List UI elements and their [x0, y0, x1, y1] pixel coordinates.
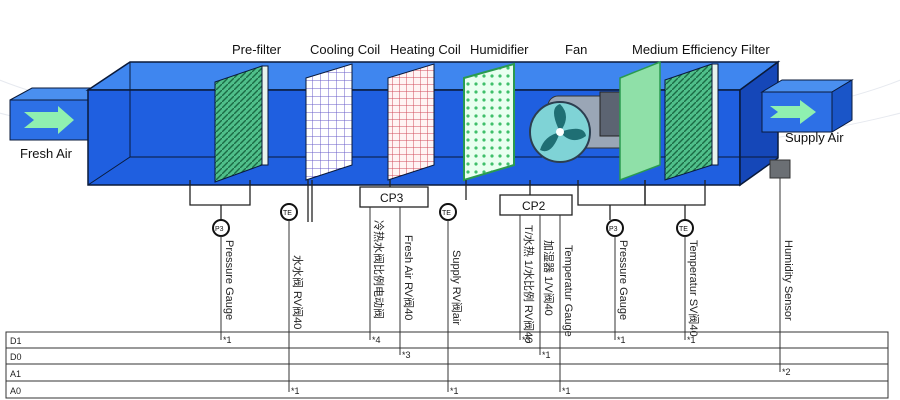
vlabel-temperature-gauge: Temperatur Gauge: [562, 245, 574, 337]
vlabel-temperature-sensor: Temperatur SV阀40: [687, 240, 701, 337]
vlabel-humidity-sensor: Humidity Sensor: [782, 240, 794, 321]
bus-marker: *4: [372, 335, 381, 345]
signal-wires: [220, 178, 781, 392]
gauge-4-symbol: P3: [609, 226, 618, 233]
fan-unit: [529, 91, 641, 163]
gauge-1: P3: [212, 219, 230, 237]
bus-marker: *1: [450, 386, 459, 396]
signal-bus: [5, 331, 889, 399]
humidifier-unit: [463, 62, 515, 182]
sensor-piping: [189, 180, 706, 222]
bus-row-a0: A0: [10, 386, 21, 396]
inlet-arrow-icon: [24, 106, 74, 134]
gauge-5-symbol: TE: [679, 226, 688, 233]
gauge-1-symbol: P3: [215, 226, 224, 233]
vlabel-proportional-valve: T/水热 1/水比例 RV阀40: [522, 225, 536, 343]
bus-marker: *3: [402, 350, 411, 360]
fan-icon: [529, 101, 591, 163]
bus-marker: *1: [542, 350, 551, 360]
bus-marker: *3: [522, 335, 531, 345]
vlabel-supply-valve: Supply RV阀air: [450, 250, 464, 325]
cp3-label: CP3: [380, 191, 404, 205]
bus-marker: *1: [562, 386, 571, 396]
heating-coil-unit: [387, 63, 435, 181]
supply-air-outlet: [760, 79, 854, 133]
bus-marker: *1: [223, 335, 232, 345]
bus-row-a1: A1: [10, 369, 21, 379]
bus-row-d1: D1: [10, 336, 22, 346]
bus-marker: *1: [617, 335, 626, 345]
gauge-5: TE: [676, 219, 694, 237]
outlet-arrow-icon: [770, 100, 816, 124]
medium-filter-unit: [619, 60, 719, 182]
prefilter-unit: [214, 65, 269, 183]
label-prefilter: Pre-filter: [232, 42, 282, 57]
vlabel-valve-cn: 冷热水阀比例电动阀: [372, 220, 386, 319]
label-medium-filter: Medium Efficiency Filter: [632, 42, 770, 57]
label-fan: Fan: [565, 42, 587, 57]
label-heating-coil: Heating Coil: [390, 42, 461, 57]
cp2-label: CP2: [522, 199, 546, 213]
gauge-2-symbol: TE: [283, 210, 292, 217]
bus-row-d0: D0: [10, 352, 22, 362]
bus-marker: *1: [687, 335, 696, 345]
cp2-box: [499, 194, 573, 216]
label-supply-air: Supply Air: [785, 130, 844, 145]
humidity-sensor-box: [769, 159, 791, 179]
gauge-4: P3: [606, 219, 624, 237]
vlabel-pressure-gauge-1: Pressure Gauge: [223, 240, 235, 320]
gauge-3: TE: [439, 203, 457, 221]
label-fresh-air: Fresh Air: [20, 146, 73, 161]
bus-marker: *2: [782, 367, 791, 377]
gauge-3-symbol: TE: [442, 210, 451, 217]
cp3-box: [359, 186, 429, 208]
gauge-2: TE: [280, 203, 298, 221]
label-humidifier: Humidifier: [470, 42, 529, 57]
vlabel-humidifier-valve: 加湿器 1/V阀40: [542, 240, 556, 316]
bus-marker: *1: [291, 386, 300, 396]
vlabel-fresh-air-valve: Fresh Air RV阀40: [402, 235, 416, 320]
vlabel-valve-1: 水水阀 RV阀40: [291, 255, 305, 329]
vlabel-pressure-gauge-2: Pressure Gauge: [617, 240, 629, 320]
label-cooling-coil: Cooling Coil: [310, 42, 380, 57]
cooling-coil-unit: [305, 63, 353, 181]
